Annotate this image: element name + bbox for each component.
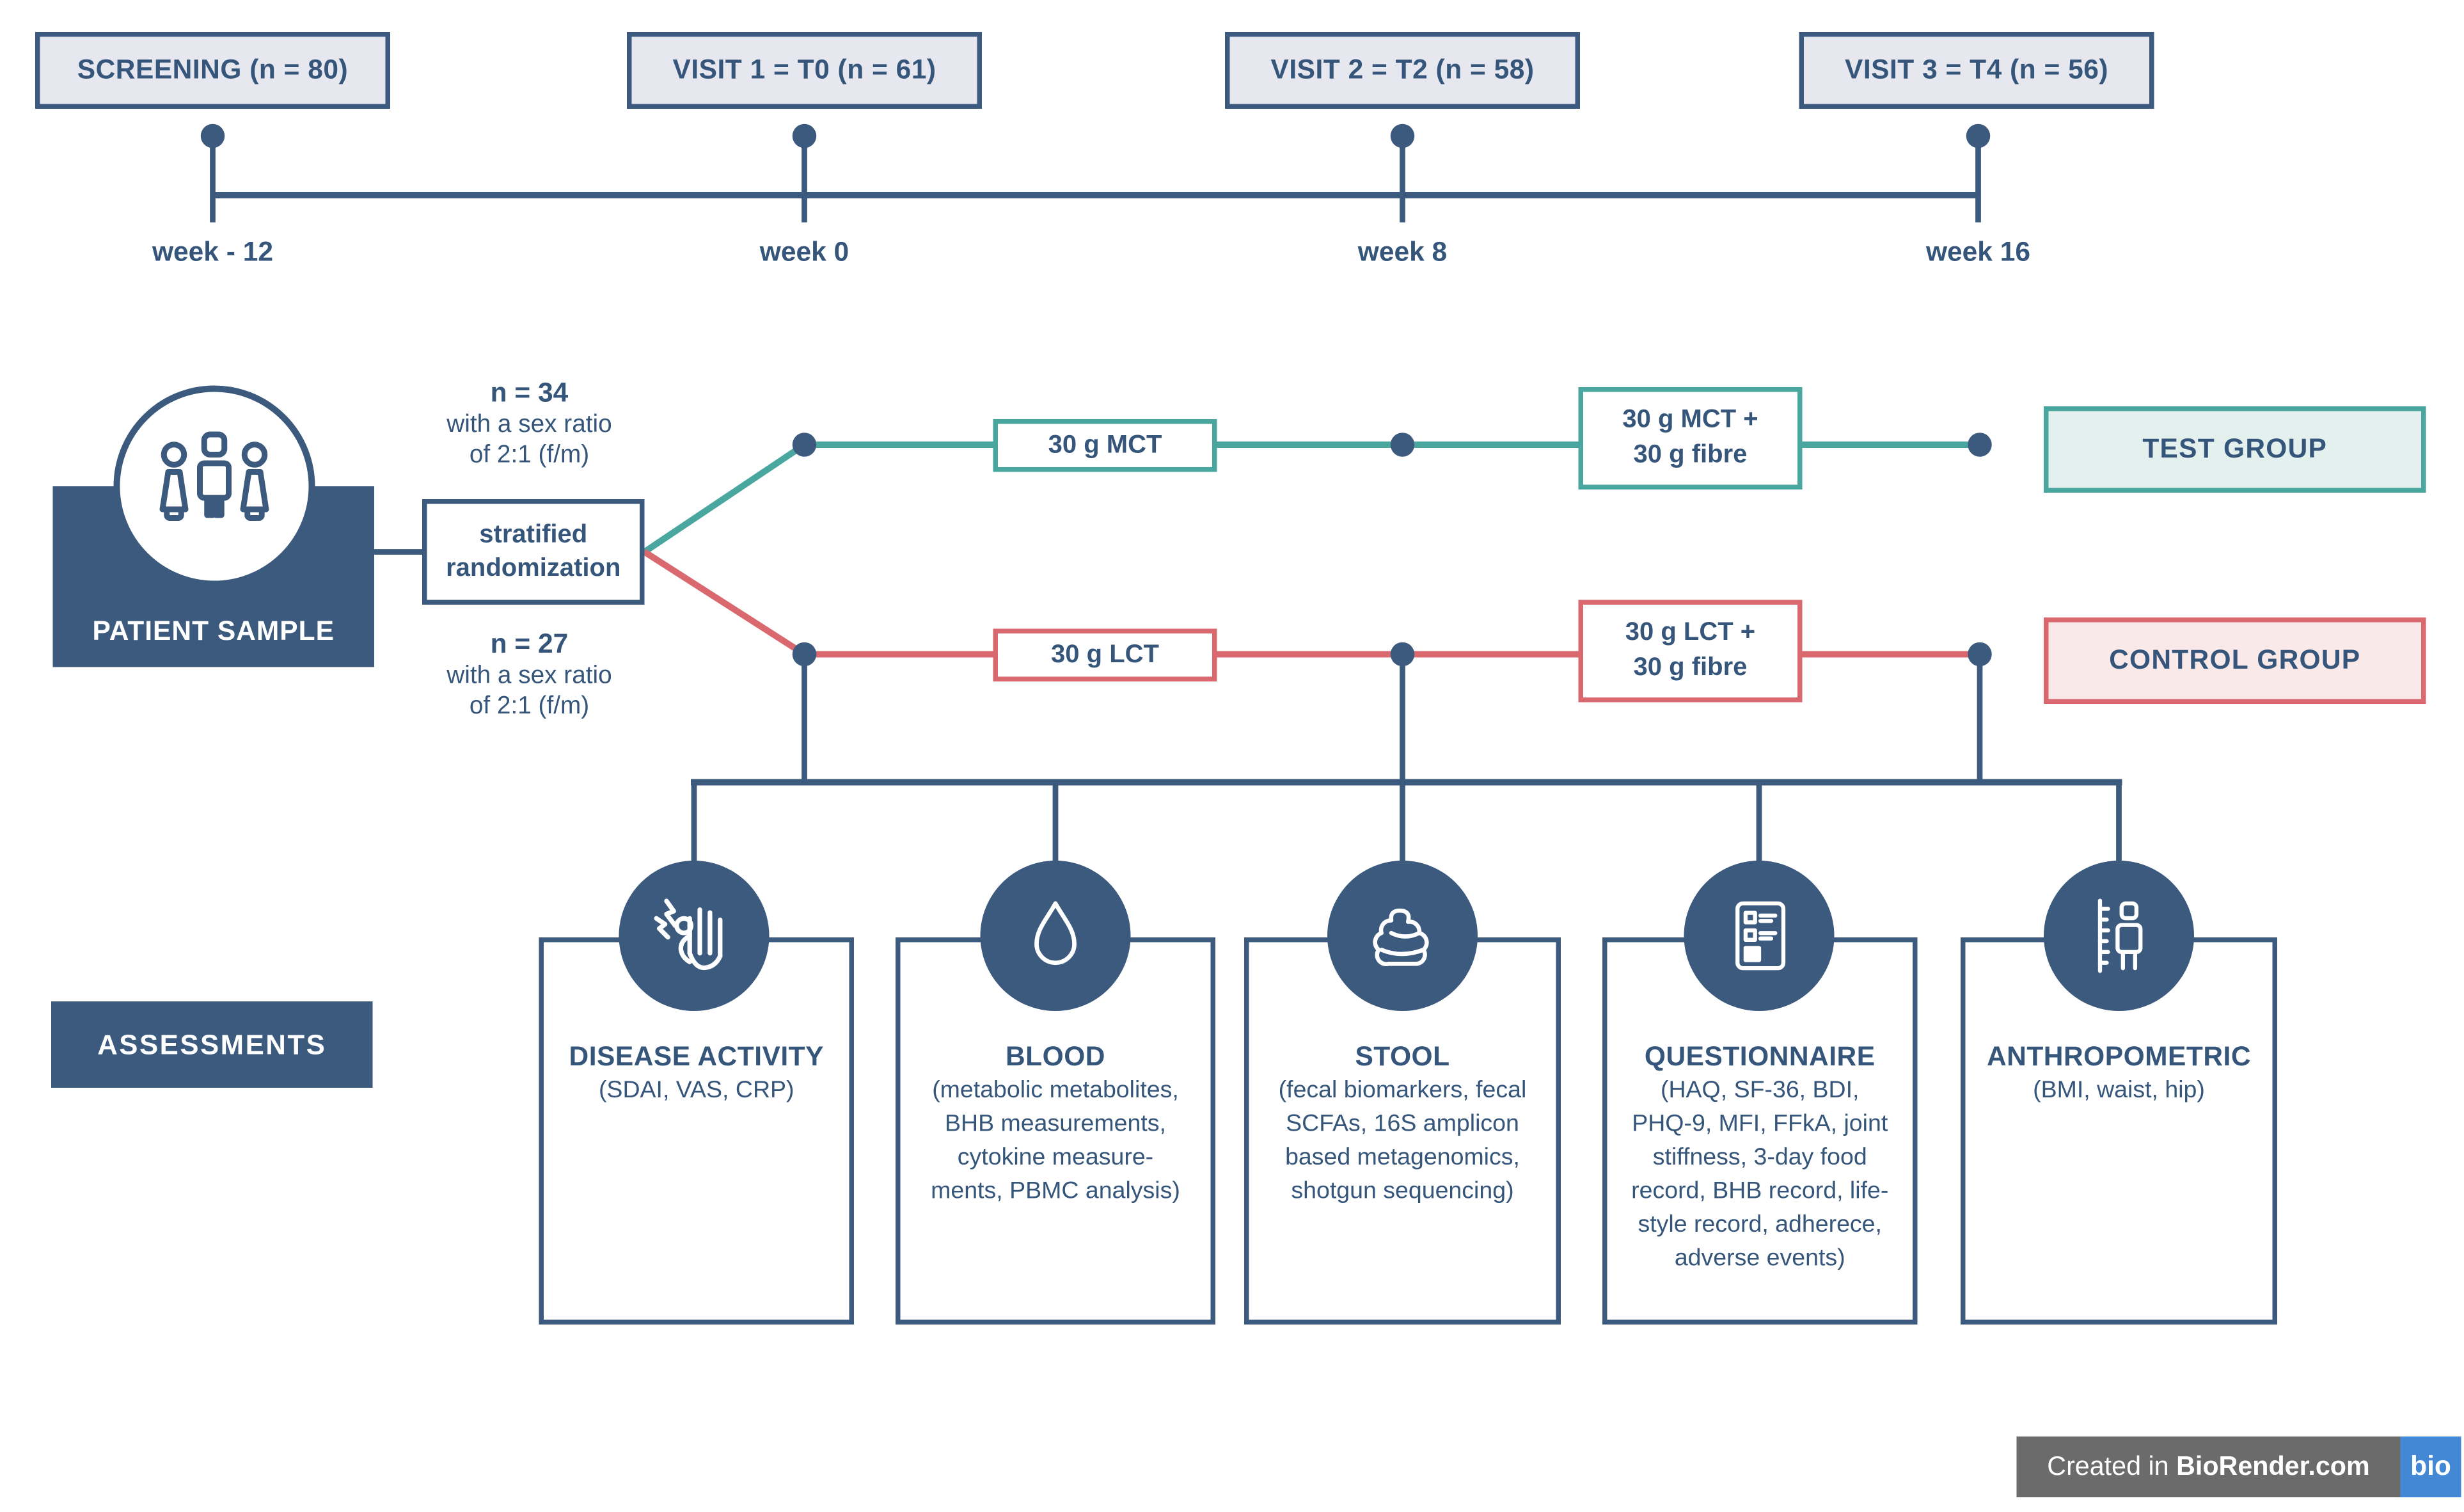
card-title: DISEASE ACTIVITY [569,1041,824,1072]
lct-box: 30 g LCT [993,628,1217,681]
visit-label: VISIT 2 = T2 (n = 58) [1270,54,1535,85]
card-title: QUESTIONNAIRE [1644,1041,1876,1072]
blood-circle [980,861,1131,1011]
card-title: ANTHROPOMETRIC [1986,1041,2252,1072]
control-arm-n-annotation: n = 27 with a sex ratio of 2:1 (f/m) [393,629,665,722]
lct-fibre-box: 30 g LCT + 30 g fibre [1578,600,1803,703]
patient-sample-circle [113,385,315,587]
visit-box-1: VISIT 1 = T0 (n = 61) [627,32,982,109]
visit-label: VISIT 3 = T4 (n = 56) [1844,54,2109,85]
control-n-label: n = 27 [490,628,569,660]
test-branch-line [642,442,807,555]
disease-activity-circle [619,861,770,1011]
questionnaire-icon [1735,901,1786,971]
assessments-label-box: ASSESSMENTS [51,1001,373,1088]
biorender-badge[interactable]: Created in BioRender.com bio [2016,1436,2461,1497]
assessment-card-stool: STOOL (fecal biomarkers, fecal SCFAs, 16… [1244,937,1561,1325]
questionnaire-circle [1684,861,1835,1011]
biorender-credit-text: Created in BioRender.com [2016,1436,2401,1497]
stool-icon [1373,908,1429,966]
week-label-minus12: week - 12 [152,237,273,267]
test-group-box: TEST GROUP [2044,406,2426,493]
card-details: (fecal biomarkers, fecal SCFAs, 16S ampl… [1278,1076,1527,1205]
randomization-label: stratified randomization [446,521,621,582]
card-title: STOOL [1355,1041,1450,1072]
biorender-brand: BioRender.com [2176,1451,2370,1481]
card-details: (SDAI, VAS, CRP) [598,1076,794,1104]
anthropometric-circle [2044,861,2194,1011]
blood-drop-icon [1034,901,1077,965]
visit-label: SCREENING (n = 80) [77,54,349,85]
arm-dots [792,433,1992,667]
test-ratio-label: with a sex ratio of 2:1 (f/m) [446,411,612,469]
card-details: (metabolic metabolites, BHB measurements… [931,1076,1180,1205]
assessments-label: ASSESSMENTS [97,1028,327,1060]
control-branch-line [642,549,807,657]
test-arm-n-annotation: n = 34 with a sex ratio of 2:1 (f/m) [393,378,665,470]
mct-box: 30 g MCT [993,419,1217,472]
card-details: (BMI, waist, hip) [2033,1076,2205,1104]
stratified-randomization-box: stratified randomization [422,499,645,605]
timeline-dots [200,123,1991,148]
week-label-0: week 0 [759,237,849,267]
hand-pain-icon [654,898,723,971]
card-title: BLOOD [1005,1041,1105,1072]
ruler-person-icon [2097,898,2143,973]
people-group-icon [159,431,269,521]
visit-box-screening: SCREENING (n = 80) [35,32,390,109]
control-ratio-label: with a sex ratio of 2:1 (f/m) [446,662,612,720]
patient-sample-label: PATIENT SAMPLE [92,616,335,647]
assessment-connectors [691,654,2122,864]
visit-label: VISIT 1 = T0 (n = 61) [672,54,936,85]
biorender-logo-icon: bio [2400,1436,2461,1497]
week-label-8: week 8 [1357,237,1448,267]
week-label-16: week 16 [1925,237,2031,267]
control-group-box: CONTROL GROUP [2044,617,2426,704]
visit-box-2: VISIT 2 = T2 (n = 58) [1225,32,1580,109]
test-n-label: n = 34 [490,378,569,408]
mct-fibre-box: 30 g MCT + 30 g fibre [1578,387,1803,489]
visit-box-3: VISIT 3 = T4 (n = 56) [1799,32,2154,109]
timeline-ticks [210,136,1981,223]
stool-circle [1327,861,1478,1011]
card-details: (HAQ, SF-36, BDI, PHQ-9, MFI, FFkA, join… [1631,1076,1889,1272]
